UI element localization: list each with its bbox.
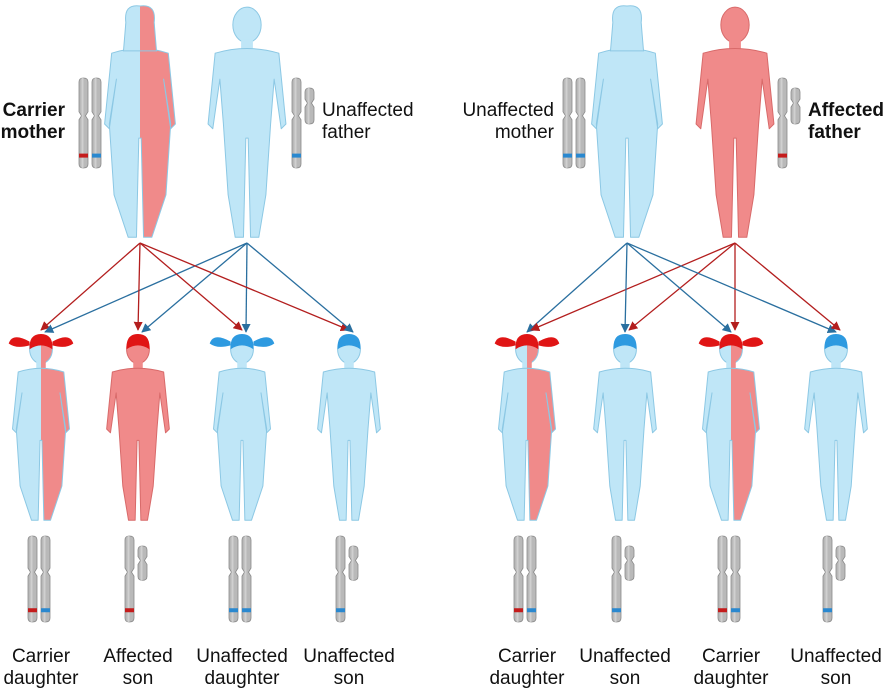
hair-icon — [719, 334, 743, 350]
inheritance-arrow — [628, 242, 736, 331]
inheritance-arrow — [139, 242, 243, 331]
carrier-mother-chromosomes — [78, 77, 102, 169]
inheritance-arrow — [734, 242, 841, 331]
chromosome-pairs — [27, 77, 846, 623]
hair-icon — [230, 334, 254, 350]
child-chromosomes-unaffected-son — [611, 535, 635, 623]
hair-icon — [824, 334, 848, 350]
unaffected-father-figure — [207, 6, 287, 238]
inheritance-arrow — [133, 242, 143, 331]
child-chromosomes-unaffected-son — [822, 535, 846, 623]
child-figure-unaffected-son — [317, 334, 381, 521]
hair-icon — [337, 334, 361, 350]
hair-icon — [126, 334, 150, 350]
hair-icon — [515, 334, 539, 350]
inheritance-arrow — [530, 242, 736, 331]
inheritance-arrow — [40, 242, 141, 331]
child-chromosomes-carrier-daughter — [513, 535, 537, 623]
unaffected-father-chromosomes — [291, 77, 315, 169]
inheritance-arrow — [246, 242, 354, 333]
child-chromosomes-affected-son — [124, 535, 148, 623]
unaffected-mother-chromosomes — [562, 77, 586, 169]
child-figure-carrier-daughter — [698, 334, 764, 521]
child-figure-carrier-daughter — [8, 334, 74, 521]
inheritance-arrow — [526, 242, 628, 333]
child-chromosomes-unaffected-son — [335, 535, 359, 623]
inheritance-arrows — [40, 242, 841, 333]
child-chromosomes-carrier-daughter — [717, 535, 741, 623]
inheritance-arrow — [626, 242, 732, 333]
inheritance-arrow — [626, 242, 837, 333]
unaffected-mother-figure — [591, 5, 663, 238]
people-figures — [8, 5, 868, 521]
inheritance-arrow — [141, 242, 248, 333]
inheritance-arrow — [139, 242, 350, 332]
hair-icon — [613, 334, 637, 350]
affected-father-figure — [695, 6, 775, 238]
affected-father-chromosomes — [777, 77, 801, 169]
child-figure-affected-son — [106, 334, 170, 521]
inheritance-arrow — [44, 242, 248, 333]
inheritance-arrow — [620, 242, 630, 333]
child-chromosomes-unaffected-daughter — [228, 535, 252, 623]
child-figure-carrier-daughter — [494, 334, 560, 521]
child-figure-unaffected-son — [804, 334, 868, 521]
carrier-mother-figure — [104, 5, 176, 238]
child-figure-unaffected-daughter — [209, 334, 275, 521]
child-figure-unaffected-son — [593, 334, 657, 521]
child-chromosomes-carrier-daughter — [27, 535, 51, 623]
hair-icon — [29, 334, 53, 350]
